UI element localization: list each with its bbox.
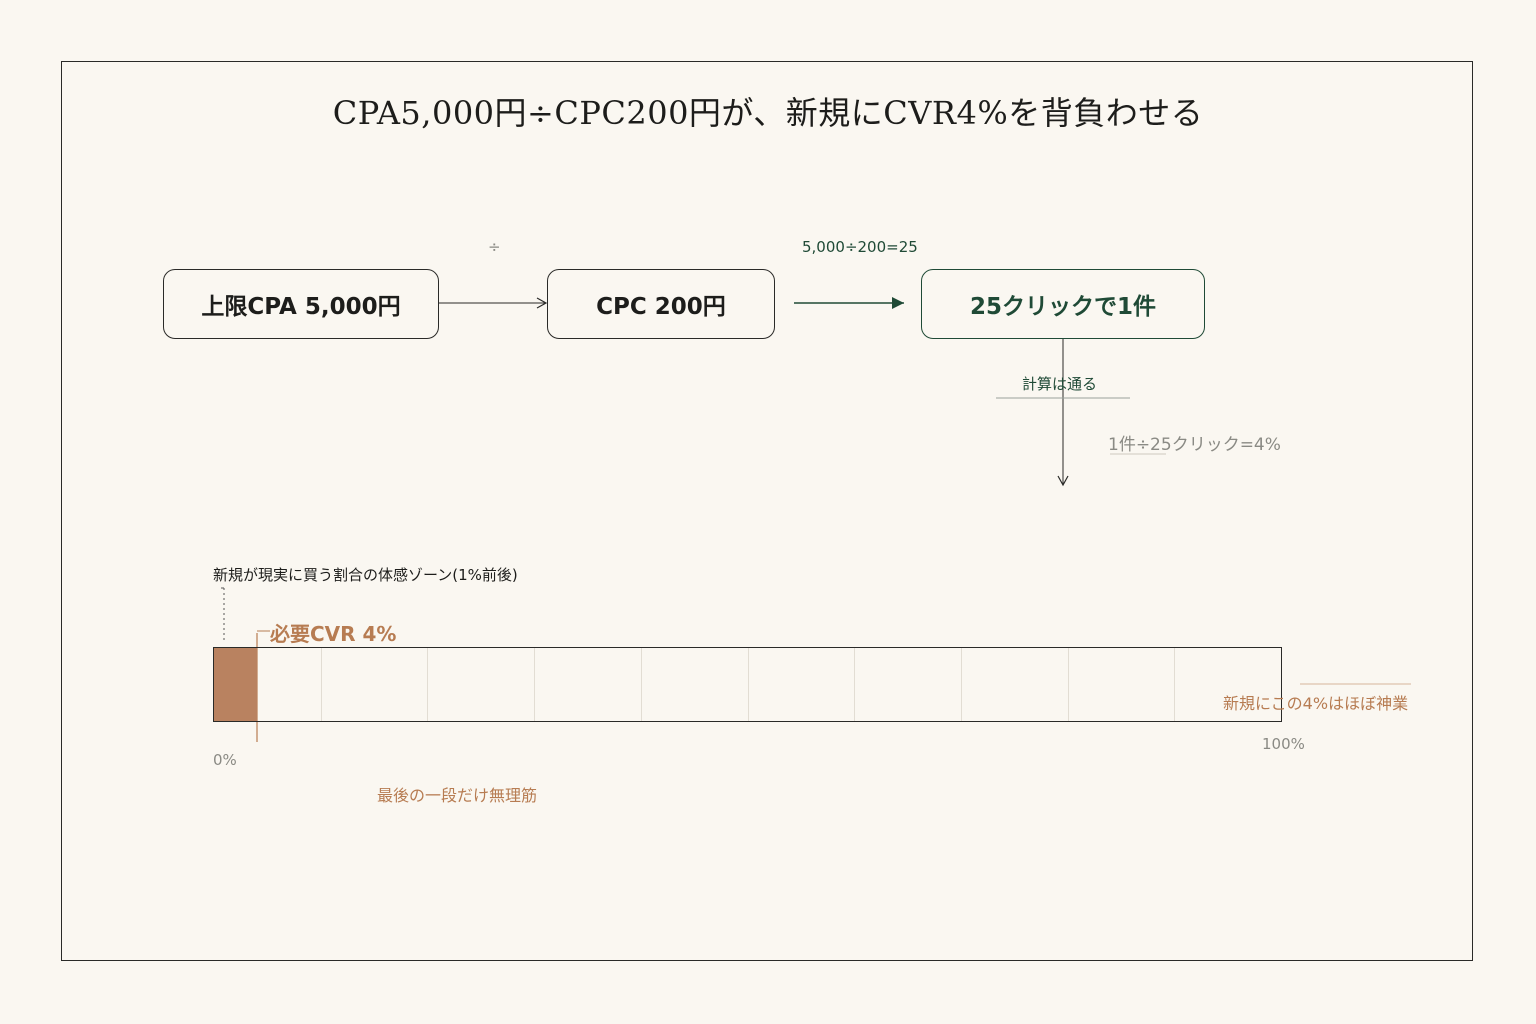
required-cvr-fill (214, 648, 257, 721)
cvr-bar (213, 647, 1282, 722)
miracle-label: 新規にこの4%はほぼ神業 (1223, 694, 1409, 713)
cpc-box-label: CPC 200円 (596, 294, 726, 320)
bar-min-label: 0% (213, 751, 237, 769)
clicks-box-label: 25クリックで1件 (969, 294, 1156, 320)
cpa-box: 上限CPA 5,000円 (163, 269, 439, 339)
bar-gridline (1067, 648, 1069, 721)
bar-gridline (747, 648, 749, 721)
diagram-frame (61, 61, 1473, 961)
divide-symbol: ÷ (488, 238, 501, 256)
bar-max-label: 100% (1262, 735, 1305, 753)
bar-gridline (960, 648, 962, 721)
bar-gridline (534, 648, 536, 721)
required-cvr-label: 必要CVR 4% (270, 622, 397, 646)
bar-gridline (854, 648, 856, 721)
last-step-label: 最後の一段だけ無理筋 (377, 786, 538, 805)
cvr-calc-label: 1件÷25クリック=4% (1108, 435, 1281, 455)
cpc-box: CPC 200円 (547, 269, 775, 339)
bar-gridline (427, 648, 429, 721)
bar-gridline (640, 648, 642, 721)
clicks-box: 25クリックで1件 (921, 269, 1205, 339)
bar-gridline (320, 648, 322, 721)
calc-label: 5,000÷200=25 (802, 238, 918, 256)
diagram-title: CPA5,000円÷CPC200円が、新規にCVR4%を背負わせる (332, 94, 1204, 132)
bar-gridline (1174, 648, 1176, 721)
ok-label: 計算は通る (1022, 375, 1098, 393)
zone-label: 新規が現実に買う割合の体感ゾーン(1%前後) (213, 566, 518, 584)
cpa-box-label: 上限CPA 5,000円 (201, 294, 401, 320)
